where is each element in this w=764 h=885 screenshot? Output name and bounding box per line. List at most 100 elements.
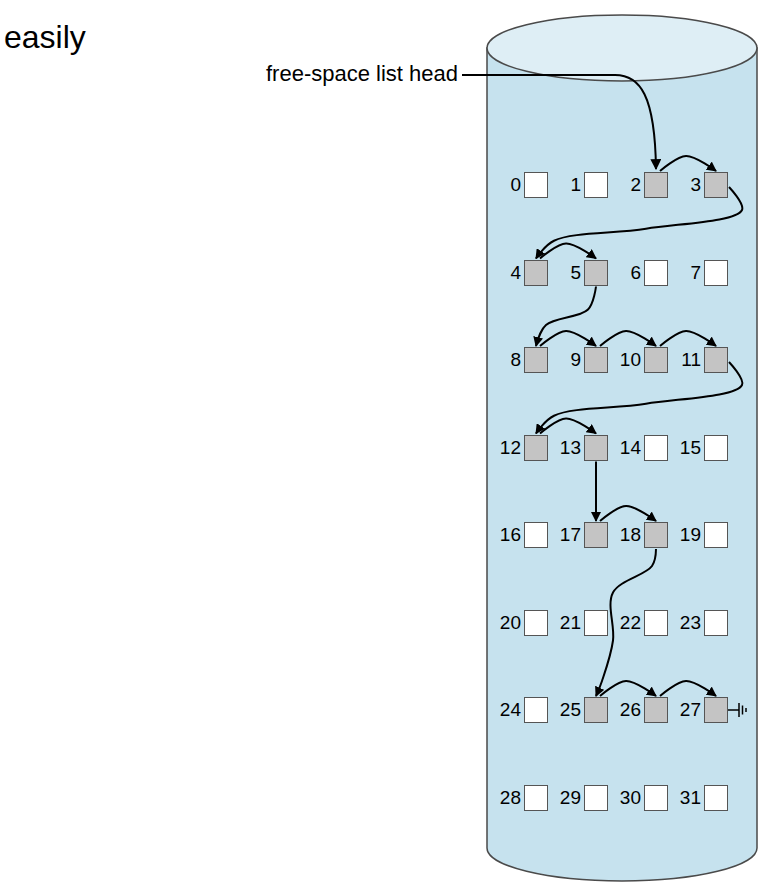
disk-body	[487, 48, 757, 881]
block-number: 31	[680, 785, 701, 811]
disk-block: 22	[604, 610, 668, 636]
disk-block: 16	[484, 522, 548, 548]
free-block-square	[704, 697, 728, 723]
block-number: 21	[560, 610, 581, 636]
free-block-square	[524, 260, 548, 286]
disk-block: 21	[544, 610, 608, 636]
block-number: 29	[560, 785, 581, 811]
free-block-square	[644, 697, 668, 723]
block-number: 19	[680, 522, 701, 548]
block-number: 17	[560, 522, 581, 548]
block-number: 13	[560, 435, 581, 461]
disk-block: 17	[544, 522, 608, 548]
block-square	[524, 697, 548, 723]
block-number: 25	[560, 697, 581, 723]
block-number: 18	[620, 522, 641, 548]
free-list-pointer	[600, 506, 656, 521]
block-square	[704, 260, 728, 286]
block-number: 22	[620, 610, 641, 636]
free-block-square	[584, 347, 608, 373]
block-number: 26	[620, 697, 641, 723]
block-number: 11	[681, 347, 701, 373]
disk-block: 29	[544, 785, 608, 811]
disk-top	[487, 15, 757, 81]
block-number: 2	[630, 172, 641, 198]
list-head-pointer	[462, 75, 656, 169]
block-number: 1	[570, 172, 581, 198]
free-list-pointer	[660, 681, 716, 696]
disk-block: 27	[664, 697, 728, 723]
free-block-square	[524, 347, 548, 373]
block-number: 10	[620, 347, 641, 373]
block-number: 9	[570, 347, 581, 373]
free-block-square	[584, 435, 608, 461]
block-number: 30	[620, 785, 641, 811]
free-list-pointer	[600, 681, 656, 696]
block-number: 23	[680, 610, 701, 636]
disk-block: 25	[544, 697, 608, 723]
block-number: 3	[690, 172, 701, 198]
disk-block: 12	[484, 435, 548, 461]
block-number: 4	[510, 260, 521, 286]
block-square	[524, 172, 548, 198]
free-block-square	[644, 522, 668, 548]
disk-block: 30	[604, 785, 668, 811]
slide-text: easily	[4, 20, 86, 55]
block-square	[584, 785, 608, 811]
pointer-label: free-space list head	[266, 62, 458, 86]
null-ground-symbol	[728, 703, 746, 717]
block-number: 27	[680, 697, 701, 723]
block-number: 15	[680, 435, 701, 461]
disk-block: 13	[544, 435, 608, 461]
block-square	[584, 610, 608, 636]
block-number: 7	[690, 260, 701, 286]
block-square	[704, 785, 728, 811]
disk-block: 28	[484, 785, 548, 811]
block-square	[704, 610, 728, 636]
block-square	[704, 522, 728, 548]
free-list-pointer	[660, 331, 716, 346]
disk-block: 24	[484, 697, 548, 723]
free-list-pointer	[536, 287, 596, 347]
disk-block: 19	[664, 522, 728, 548]
free-list-pointer	[600, 331, 656, 346]
free-block-square	[644, 347, 668, 373]
disk-block: 7	[664, 260, 728, 286]
disk-block: 2	[604, 172, 668, 198]
disk-block: 14	[604, 435, 668, 461]
block-number: 24	[500, 697, 521, 723]
block-square	[644, 785, 668, 811]
disk-block: 9	[544, 347, 608, 373]
block-number: 20	[500, 610, 521, 636]
block-number: 8	[510, 347, 521, 373]
block-number: 12	[500, 435, 521, 461]
block-square	[704, 435, 728, 461]
block-square	[644, 435, 668, 461]
block-square	[524, 785, 548, 811]
disk-block: 11	[664, 347, 728, 373]
block-number: 6	[630, 260, 641, 286]
disk-block: 3	[664, 172, 728, 198]
free-block-square	[584, 697, 608, 723]
free-list-pointer	[595, 462, 597, 522]
disk-block: 1	[544, 172, 608, 198]
disk-block: 26	[604, 697, 668, 723]
block-square	[584, 172, 608, 198]
disk-block: 15	[664, 435, 728, 461]
free-list-pointer	[540, 331, 596, 346]
free-block-square	[584, 522, 608, 548]
disk-block: 18	[604, 522, 668, 548]
disk-block: 8	[484, 347, 548, 373]
block-square	[524, 522, 548, 548]
disk-block: 6	[604, 260, 668, 286]
disk-block: 5	[544, 260, 608, 286]
block-number: 16	[500, 522, 521, 548]
block-number: 5	[570, 260, 581, 286]
free-list-pointer	[540, 243, 596, 258]
disk-block: 23	[664, 610, 728, 636]
free-block-square	[704, 347, 728, 373]
block-square	[524, 610, 548, 636]
disk-block: 0	[484, 172, 548, 198]
free-block-square	[524, 435, 548, 461]
free-block-square	[584, 260, 608, 286]
